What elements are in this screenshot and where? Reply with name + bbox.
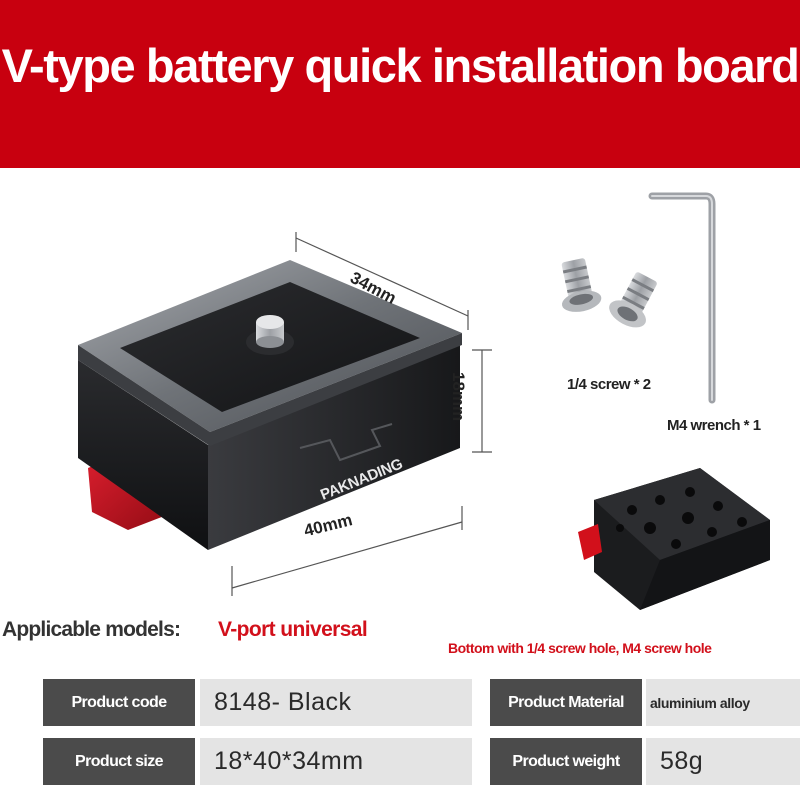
spec-code-text: 8148- Black [214,688,352,716]
dimension-height-label: 18mm [449,372,468,422]
applicable-models-value: V-port universal [218,618,368,641]
dimension-lines [231,232,492,596]
spec-size-text: 18*40*34mm [214,747,364,775]
spec-size-label: Product size [43,738,195,785]
wrench-label: M4 wrench * 1 [667,417,761,434]
spec-size-value: 18*40*34mm [200,738,472,785]
spec-weight-label: Product weight [490,738,642,785]
screw-label: 1/4 screw * 2 [567,376,651,393]
spec-weight-value: 58g [646,738,800,785]
wrench-illustration [648,192,716,404]
title-banner: V-type battery quick installation board [0,0,800,168]
spec-material-text: aluminium alloy [650,694,750,711]
bottom-holes-note: Bottom with 1/4 screw hole, M4 screw hol… [448,640,712,656]
spec-material-label: Product Material [490,679,642,726]
spec-material-value: aluminium alloy [646,679,800,726]
page-title: V-type battery quick installation board [1,39,800,92]
spec-weight-text: 58g [660,747,704,775]
spec-code-label: Product code [43,679,195,726]
screws-illustration [561,258,657,328]
quick-release-plate [78,260,462,550]
spec-code-value: 8148- Black [200,679,472,726]
bottom-view-illustration [578,468,770,610]
applicable-models-label: Applicable models: [2,618,181,641]
